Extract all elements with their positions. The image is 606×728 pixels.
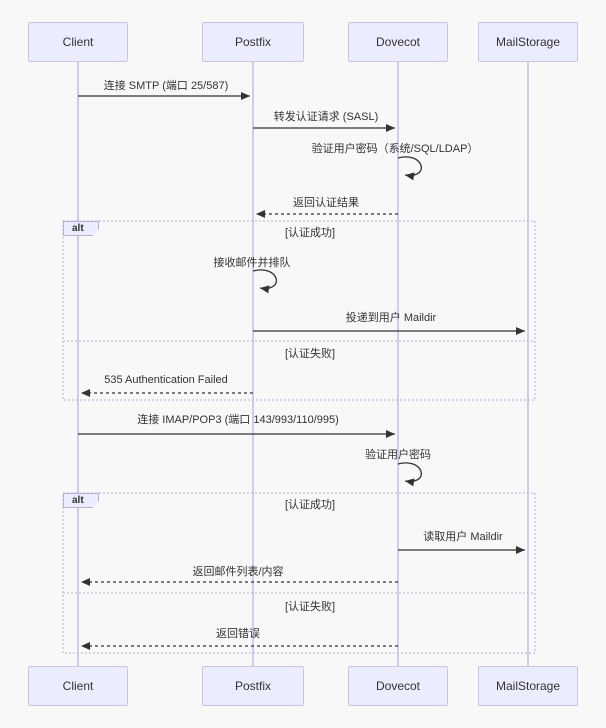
message-auth-result: 返回认证结果 — [293, 197, 359, 209]
alt-frame-1 — [62, 220, 536, 401]
actor-postfix-label: Postfix — [234, 35, 271, 49]
self-loop-verify-password-1 — [397, 156, 422, 181]
message-verify-password-2: 验证用户密码 — [365, 449, 431, 461]
actor-client-bottom: Client — [28, 666, 128, 706]
message-verify-password-1: 验证用户密码（系统/SQL/LDAP） — [311, 143, 479, 155]
actor-client-label: Client — [62, 679, 94, 693]
message-connect-imap-pop3: 连接 IMAP/POP3 (端口 143/993/110/995) — [137, 414, 339, 426]
alt-label-1: alt — [63, 221, 99, 236]
actor-postfix-top: Postfix — [202, 22, 304, 62]
message-connect-smtp: 连接 SMTP (端口 25/587) — [103, 80, 229, 92]
message-read-maildir: 读取用户 Maildir — [423, 531, 503, 543]
alt1-condition-success: [认证成功] — [284, 227, 336, 239]
actor-postfix-label: Postfix — [234, 679, 271, 693]
self-loop-queue-mail — [252, 269, 277, 294]
alt1-condition-fail: [认证失败] — [284, 348, 336, 360]
actor-client-top: Client — [28, 22, 128, 62]
alt2-condition-success: [认证成功] — [284, 499, 336, 511]
actor-mailstorage-label: MailStorage — [495, 679, 561, 693]
actor-dovecot-top: Dovecot — [348, 22, 448, 62]
actor-mailstorage-top: MailStorage — [478, 22, 578, 62]
actor-mailstorage-bottom: MailStorage — [478, 666, 578, 706]
message-return-mail-list: 返回邮件列表/内容 — [192, 566, 284, 578]
message-535-failed: 535 Authentication Failed — [104, 374, 228, 386]
alt-label-2: alt — [63, 493, 99, 508]
alt2-condition-fail: [认证失败] — [284, 601, 336, 613]
self-loop-verify-password-2 — [397, 462, 422, 487]
actor-dovecot-bottom: Dovecot — [348, 666, 448, 706]
message-deliver-maildir: 投递到用户 Maildir — [345, 312, 437, 324]
actor-mailstorage-label: MailStorage — [495, 35, 561, 49]
message-queue-mail: 接收邮件并排队 — [213, 257, 291, 269]
actor-client-label: Client — [62, 35, 94, 49]
actor-dovecot-label: Dovecot — [375, 35, 421, 49]
message-forward-sasl: 转发认证请求 (SASL) — [273, 111, 379, 123]
actor-postfix-bottom: Postfix — [202, 666, 304, 706]
alt-frame-2 — [62, 492, 536, 654]
actor-dovecot-label: Dovecot — [375, 679, 421, 693]
message-return-error: 返回错误 — [216, 628, 260, 640]
